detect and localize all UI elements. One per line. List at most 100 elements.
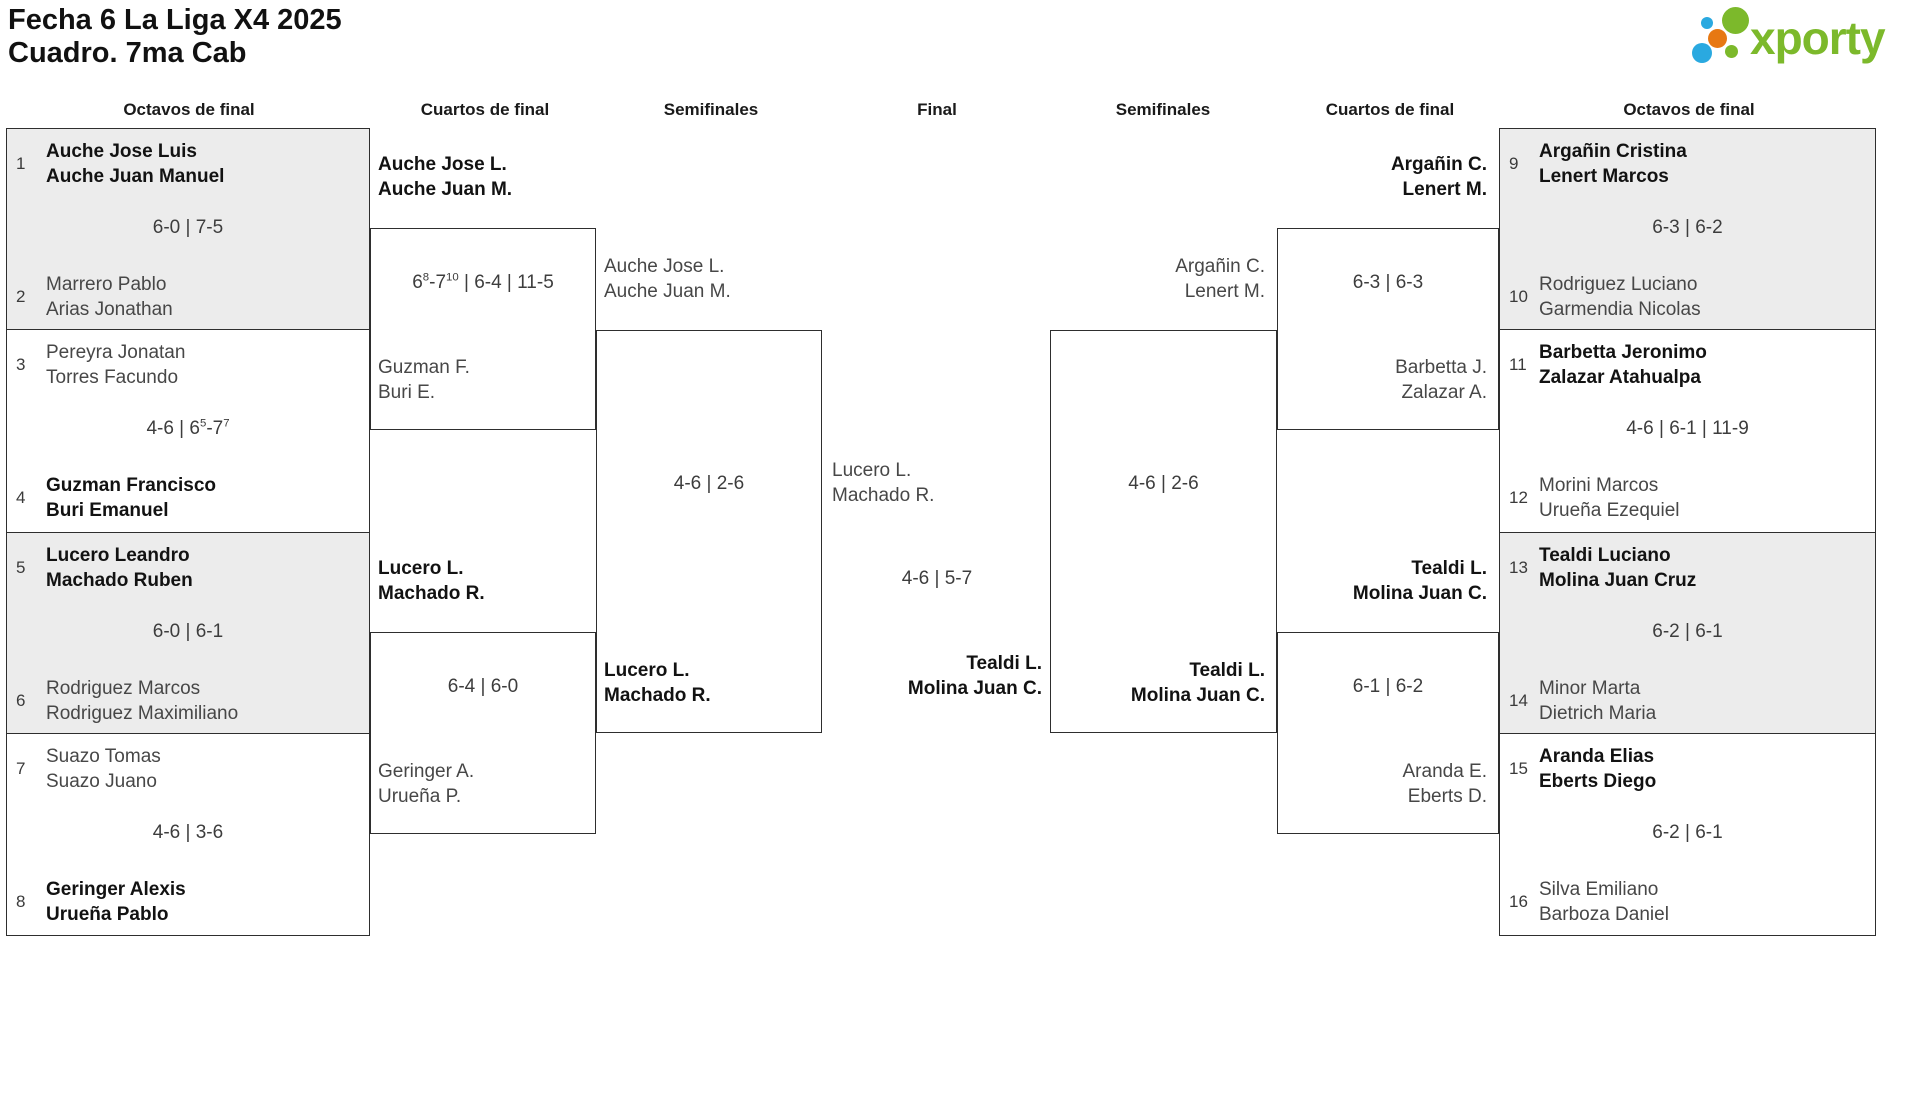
seed-number: 5 [16, 558, 26, 577]
team-player: Marrero Pablo [46, 274, 167, 295]
team-player: Zalazar A. [1401, 382, 1487, 403]
logo-dot-green-small [1725, 45, 1738, 58]
team-player: Urueña P. [378, 786, 462, 807]
team-name: Tealdi L. Molina Juan C. [908, 651, 1042, 701]
round-header-semis-right: Semifinales [1115, 100, 1211, 119]
seed-number: 7 [16, 759, 26, 778]
xporty-logo[interactable]: xporty [1686, 5, 1918, 77]
logo-wordmark: xporty [1750, 12, 1886, 64]
team-player: Garmendia Nicolas [1539, 299, 1701, 320]
team-player: Tealdi L. [1189, 660, 1265, 681]
round-header-cuartos-right: Cuartos de final [1325, 100, 1455, 119]
seed-number: 6 [16, 691, 26, 710]
team-player: Lenert Marcos [1539, 166, 1669, 187]
team-name: Lucero L.Machado R. [832, 458, 934, 508]
team-player: Urueña Ezequiel [1539, 500, 1680, 521]
logo-dot-green-large [1722, 7, 1749, 34]
team-player: Rodriguez Marcos [46, 678, 201, 699]
team-player: Barbetta J. [1395, 357, 1487, 378]
logo-dot-blue-small [1701, 17, 1713, 29]
team-player: Lucero L. [604, 660, 690, 681]
team-player: Auche Jose Luis [46, 141, 197, 162]
connector-frame [1277, 632, 1499, 834]
team-name: Guzman F.Buri E. [378, 355, 470, 405]
team-player: Rodriguez Luciano [1539, 274, 1698, 295]
match-score: 6-1 | 6-2 [1352, 676, 1424, 697]
team-player: Morini Marcos [1539, 475, 1659, 496]
team-name: Auche Jose L. Auche Juan M. [604, 254, 731, 304]
match-score: 4-6 | 3-6 [152, 822, 224, 843]
team-player: Lucero L. [378, 558, 464, 579]
seed-number: 15 [1509, 759, 1528, 778]
team-name: Aranda E.Eberts D. [1403, 759, 1488, 809]
connector-frame [596, 330, 822, 733]
logo-dot-orange [1708, 29, 1727, 48]
team-player: Auche Jose L. [604, 256, 725, 277]
team-player: Auche Juan M. [378, 179, 513, 200]
team-name: Barbetta J. Zalazar A. [1395, 355, 1487, 405]
team-player: Lucero Leandro [46, 545, 190, 566]
match-score: 6-3 | 6-3 [1352, 272, 1424, 293]
team-player: Urueña Pablo [46, 904, 169, 925]
team-player: Auche Juan M. [604, 281, 731, 302]
team-name: Argañin C.Lenert M. [1391, 152, 1487, 202]
seed-number: 13 [1509, 558, 1528, 577]
round-header-cuartos-left: Cuartos de final [420, 100, 550, 119]
team-player: Tealdi L. [966, 653, 1042, 674]
connector-frame [1050, 330, 1277, 733]
team-player: Molina Juan C. [907, 678, 1042, 699]
round-header-octavos-left: Octavos de final [123, 100, 255, 119]
team-player: Argañin C. [1390, 154, 1487, 175]
team-name: Lucero L. Machado R. [604, 658, 711, 708]
team-player: Suazo Tomas [46, 746, 161, 767]
match-score: 6-2 | 6-1 [1652, 822, 1723, 843]
match-score: 4-6 | 5-7 [901, 568, 973, 589]
team-player: Aranda Elias [1539, 746, 1655, 767]
match-score: 6-0 | 7-5 [152, 217, 224, 238]
team-name: Tealdi L. Molina Juan C. [1131, 658, 1265, 708]
round-header-semis-left: Semifinales [663, 100, 759, 119]
team-player: Guzman F. [378, 357, 470, 378]
team-name: Geringer A.Urueña P. [378, 759, 474, 809]
team-player: Molina Juan C. [1130, 685, 1265, 706]
team-player: Buri Emanuel [46, 500, 169, 521]
team-player: Machado R. [604, 685, 711, 706]
team-player: Dietrich Maria [1539, 703, 1657, 724]
round-header-final: Final [917, 100, 957, 119]
team-player: Molina Juan C. [1352, 583, 1487, 604]
page-title-line1: Fecha 6 La Liga X4 2025 [8, 4, 342, 36]
team-player: Machado R. [832, 485, 935, 506]
team-player: Guzman Francisco [46, 475, 216, 496]
match-score: 4-6 | 6-1 | 11-9 [1626, 418, 1749, 439]
team-player: Lenert M. [1184, 281, 1265, 302]
